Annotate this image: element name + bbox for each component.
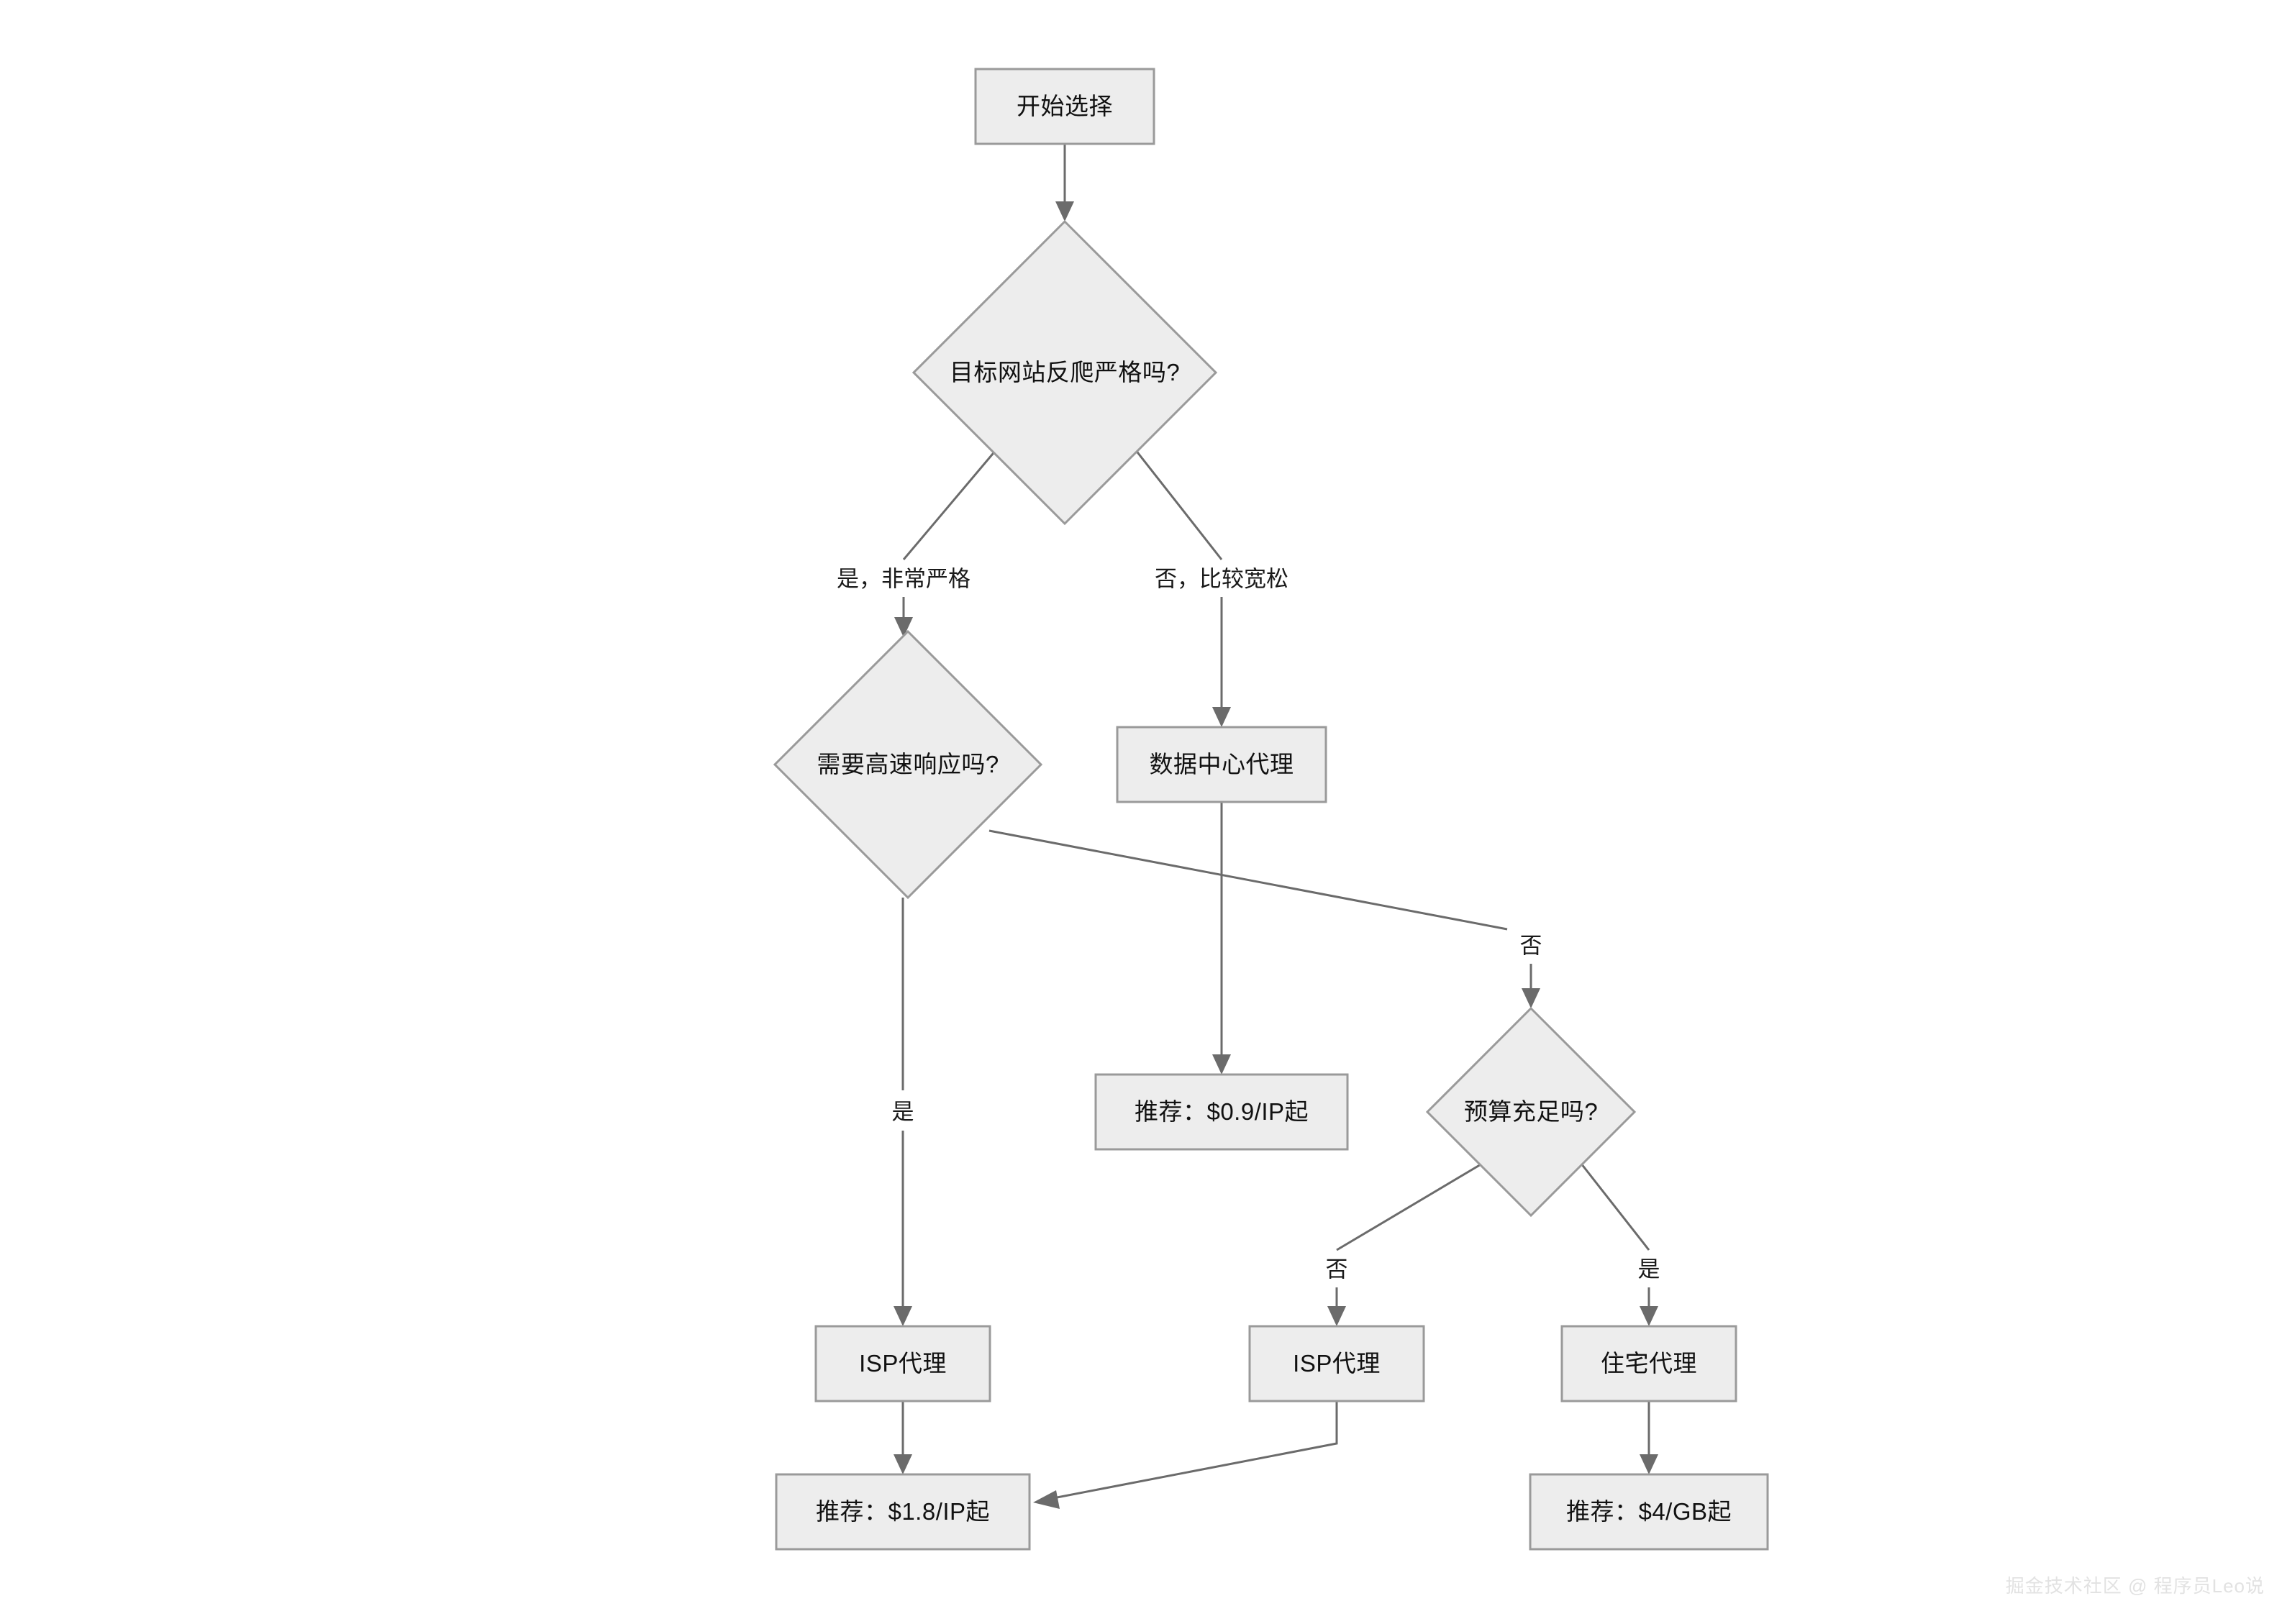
node-start[interactable] xyxy=(974,68,1155,145)
node-residential-proxy[interactable] xyxy=(1560,1325,1737,1402)
edge-budget-to-residential xyxy=(1580,1163,1658,1326)
edge-strict-to-speed xyxy=(894,449,998,637)
edge-speed-to-isp-left xyxy=(894,898,912,1326)
edge-datacenter-to-rec09 xyxy=(1212,802,1231,1075)
node-budget-decision[interactable] xyxy=(1425,1006,1637,1218)
edge-isp-left-to-rec18 xyxy=(894,1401,912,1474)
watermark: 掘金技术社区 @ 程序员Leo说 xyxy=(2005,1575,2265,1597)
edge-start-to-strict xyxy=(1055,144,1074,222)
node-datacenter-proxy[interactable] xyxy=(1116,726,1327,803)
edge-group xyxy=(894,144,1658,1509)
node-isp-proxy-mid[interactable] xyxy=(1248,1325,1425,1402)
edge-residential-to-rec4gb xyxy=(1640,1401,1658,1474)
edge-isp-mid-to-rec18 xyxy=(1033,1401,1338,1509)
node-speed-decision[interactable] xyxy=(773,629,1043,900)
node-rec-0-9-ip[interactable] xyxy=(1094,1073,1349,1151)
node-group xyxy=(773,68,1769,1551)
node-isp-proxy-left[interactable] xyxy=(814,1325,991,1402)
node-rec-4-gb[interactable] xyxy=(1529,1473,1769,1551)
node-strict-decision[interactable] xyxy=(912,219,1218,526)
edge-budget-to-isp-mid xyxy=(1327,1162,1483,1326)
node-rec-1-8-ip[interactable] xyxy=(775,1473,1031,1551)
edge-speed-to-budget xyxy=(988,829,1540,1008)
edge-strict-to-datacenter xyxy=(1134,449,1231,727)
